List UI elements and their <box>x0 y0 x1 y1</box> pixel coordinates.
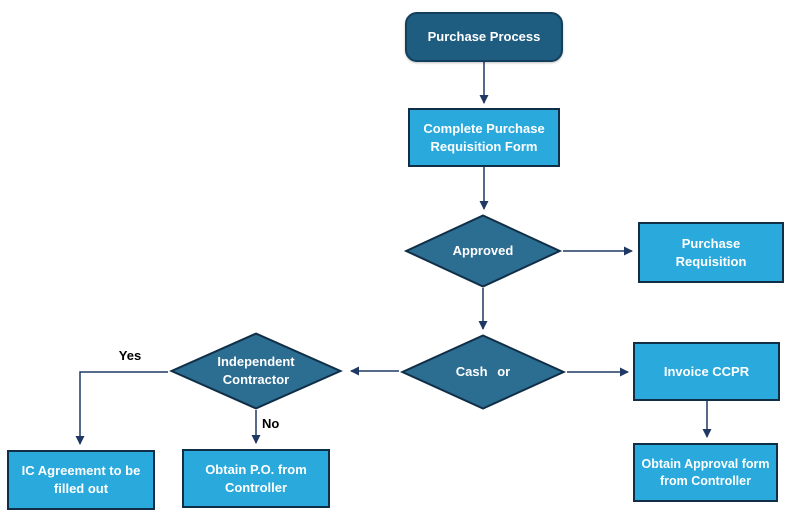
node-purchase-process: Purchase Process <box>405 12 563 62</box>
node-complete-purchase-requisition-label: Complete Purchase Requisition Form <box>423 120 545 154</box>
node-cash-or: Cash or <box>399 334 567 410</box>
node-approved: Approved <box>403 214 563 288</box>
node-purchase-requisition: Purchase Requisition <box>638 222 784 283</box>
connector-contractor-yes-branch <box>75 371 168 445</box>
node-purchase-requisition-label: Purchase Requisition <box>675 235 747 269</box>
diamond-shape <box>399 334 567 410</box>
branch-label-yes: Yes <box>118 348 142 363</box>
branch-label-no: No <box>262 416 280 431</box>
diamond-shape <box>168 332 344 410</box>
node-independent-contractor-label: Independent Contractor <box>217 354 295 387</box>
node-complete-purchase-requisition: Complete Purchase Requisition Form <box>408 108 560 167</box>
node-obtain-approval-label: Obtain Approval form from Controller <box>641 456 770 488</box>
node-ic-agreement-label: IC Agreement to be filled out <box>21 463 141 496</box>
node-invoice-ccpr-label: Invoice CCPR <box>663 363 750 379</box>
diamond-shape <box>403 214 563 288</box>
node-approved-label: Approved <box>452 243 514 259</box>
node-independent-contractor: Independent Contractor <box>168 332 344 410</box>
node-obtain-po: Obtain P.O. from Controller <box>182 449 330 508</box>
node-cash-or-label: Cash or <box>455 364 511 380</box>
node-obtain-approval: Obtain Approval form from Controller <box>633 443 778 502</box>
node-purchase-process-label: Purchase Process <box>427 29 541 45</box>
node-ic-agreement: IC Agreement to be filled out <box>7 450 155 510</box>
node-obtain-po-label: Obtain P.O. from Controller <box>205 461 307 495</box>
node-invoice-ccpr: Invoice CCPR <box>633 342 780 401</box>
